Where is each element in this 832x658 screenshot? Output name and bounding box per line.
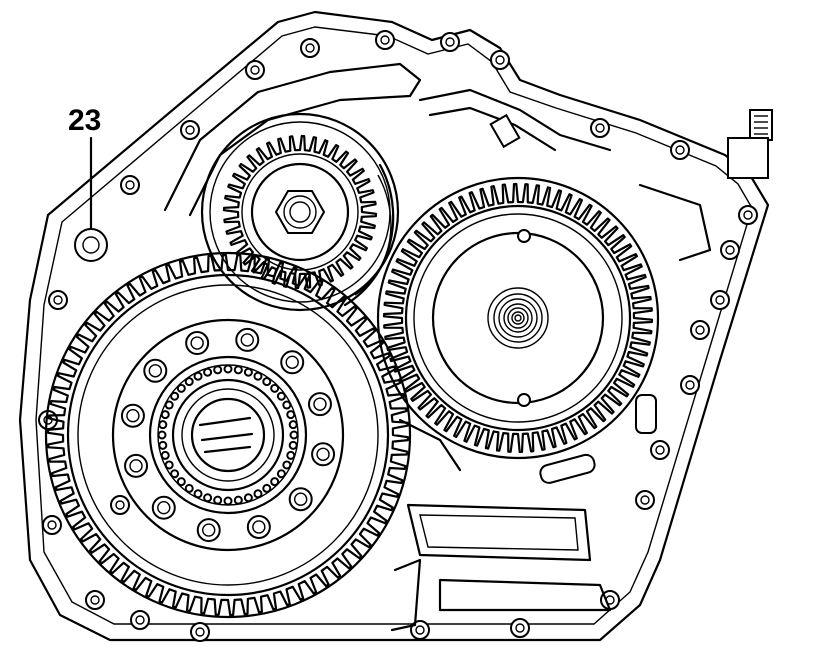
oil-channel bbox=[163, 62, 422, 217]
valve-block bbox=[390, 503, 612, 632]
large-ring-gear bbox=[44, 251, 412, 619]
upper-drive-gear bbox=[200, 112, 400, 312]
callout-label: 23 bbox=[68, 104, 101, 137]
case-outer-outline bbox=[18, 10, 770, 642]
upper-arc-guard bbox=[343, 163, 395, 307]
callout-target-ring bbox=[74, 228, 108, 262]
callout-23: 23 bbox=[68, 104, 108, 262]
hex-nut bbox=[274, 190, 326, 234]
case-inner-outline bbox=[35, 26, 753, 625]
right-side-passages bbox=[398, 88, 712, 484]
shaft-stub bbox=[727, 109, 773, 179]
right-driven-gear bbox=[376, 176, 660, 460]
